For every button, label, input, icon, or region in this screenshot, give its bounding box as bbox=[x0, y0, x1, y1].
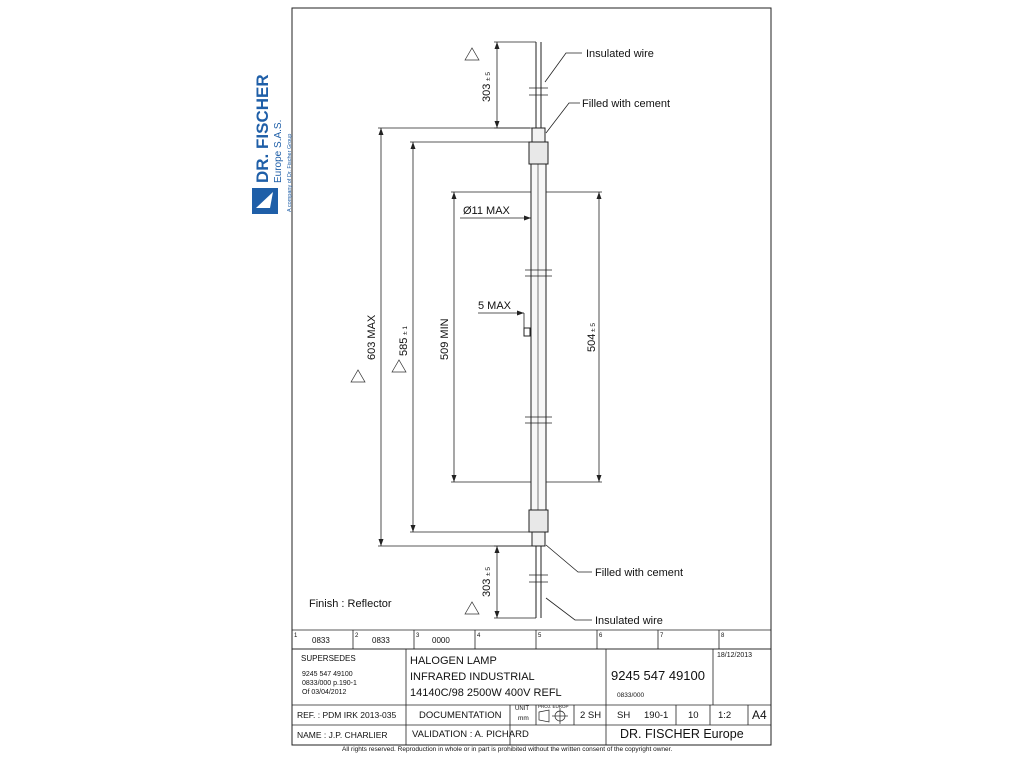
part-sub: 0833/000 bbox=[617, 692, 645, 699]
issue-date: 18/12/2013 bbox=[717, 652, 753, 659]
inspection-triangle-icon bbox=[391, 359, 407, 373]
unit-value: mm bbox=[518, 715, 529, 722]
copyright-notice: All rights reserved. Reproduction in who… bbox=[342, 746, 673, 753]
zone-values: 0833 0833 0000 bbox=[312, 636, 450, 645]
supersedes-line: 9245 547 49100 bbox=[302, 671, 353, 678]
supersedes-line: Of 03/04/2012 bbox=[302, 689, 347, 696]
dim-303-top-tol: ± 5 bbox=[485, 72, 492, 81]
validation: VALIDATION : A. PICHARD bbox=[412, 729, 529, 740]
callout-insulated-wire-top: Insulated wire bbox=[586, 48, 654, 60]
svg-text:7: 7 bbox=[660, 633, 664, 639]
svg-text:0833: 0833 bbox=[312, 636, 330, 645]
dim-303-bottom-tol: ± 5 bbox=[485, 567, 492, 576]
lamp-body bbox=[523, 42, 552, 618]
dim-303-bottom: 303 bbox=[481, 579, 493, 597]
callout-filled-cement-bottom: Filled with cement bbox=[595, 567, 683, 579]
finish-note: Finish : Reflector bbox=[309, 598, 392, 610]
callout-insulated-wire-bottom: Insulated wire bbox=[595, 615, 663, 627]
svg-text:3: 3 bbox=[416, 633, 420, 639]
inspection-triangle-icon bbox=[464, 47, 480, 61]
svg-text:1: 1 bbox=[294, 633, 298, 639]
dim-585: 585 bbox=[398, 338, 410, 356]
supersedes-line: 0833/000 p.190-1 bbox=[302, 680, 357, 687]
reference: REF. : PDM IRK 2013-035 bbox=[297, 710, 397, 720]
svg-text:0000: 0000 bbox=[432, 636, 450, 645]
title-block-grid bbox=[291, 648, 772, 746]
sh-label: SH bbox=[617, 710, 631, 721]
supersedes-label: SUPERSEDES bbox=[301, 654, 356, 663]
inspection-marks bbox=[350, 47, 480, 615]
inspection-triangle-icon bbox=[464, 601, 480, 615]
dim-504-tol: ± 5 bbox=[590, 323, 597, 332]
sheet-count: 2 SH bbox=[580, 710, 602, 721]
svg-text:6: 6 bbox=[599, 633, 603, 639]
dim-504: 504 bbox=[586, 334, 598, 352]
dim-diameter: Ø11 MAX bbox=[463, 205, 511, 217]
revision: 10 bbox=[688, 710, 699, 721]
zone-strip bbox=[292, 629, 771, 650]
logo-tagline: A company of Dr. Fischer Group bbox=[287, 134, 293, 212]
callout-leaders bbox=[544, 52, 592, 621]
svg-text:8: 8 bbox=[721, 633, 725, 639]
zone-numbers: 1 2 3 4 5 6 7 8 bbox=[294, 633, 725, 639]
dim-509-min: 509 MIN bbox=[439, 318, 451, 360]
inspection-triangle-icon bbox=[350, 369, 366, 383]
dim-5-max: 5 MAX bbox=[478, 300, 512, 312]
unit-label: UNIT bbox=[515, 706, 529, 712]
logo-sub: Europe S.A.S. bbox=[273, 120, 284, 183]
part-number: 9245 547 49100 bbox=[611, 668, 705, 683]
title-line: INFRARED INDUSTRIAL bbox=[410, 671, 535, 683]
svg-text:2: 2 bbox=[355, 633, 359, 639]
title-line: HALOGEN LAMP bbox=[410, 655, 497, 667]
dimension-lines bbox=[378, 41, 602, 619]
logo-swoosh-icon bbox=[256, 192, 273, 208]
paper-format: A4 bbox=[752, 708, 767, 722]
callout-filled-cement-top: Filled with cement bbox=[582, 98, 670, 110]
projection-label: PROJ. EUROP bbox=[538, 704, 569, 709]
scale: 1:2 bbox=[718, 710, 732, 721]
documentation-label: DOCUMENTATION bbox=[419, 710, 502, 721]
svg-text:5: 5 bbox=[538, 633, 542, 639]
company-name: DR. FISCHER Europe bbox=[620, 727, 744, 741]
sh-value: 190-1 bbox=[644, 710, 669, 721]
projection-symbol-icon bbox=[538, 708, 568, 724]
logo-name: DR. FISCHER bbox=[253, 74, 272, 183]
dim-603-max: 603 MAX bbox=[366, 314, 378, 360]
company-logo: DR. FISCHER Europe S.A.S. A company of D… bbox=[252, 74, 293, 214]
svg-text:4: 4 bbox=[477, 633, 481, 639]
dim-303-top: 303 bbox=[481, 84, 493, 102]
svg-text:0833: 0833 bbox=[372, 636, 390, 645]
author-name: NAME : J.P. CHARLIER bbox=[297, 730, 388, 740]
dimension-arrows bbox=[378, 42, 602, 618]
dim-585-tol: ± 1 bbox=[402, 326, 409, 335]
title-line: 14140C/98 2500W 400V REFL bbox=[410, 687, 562, 699]
